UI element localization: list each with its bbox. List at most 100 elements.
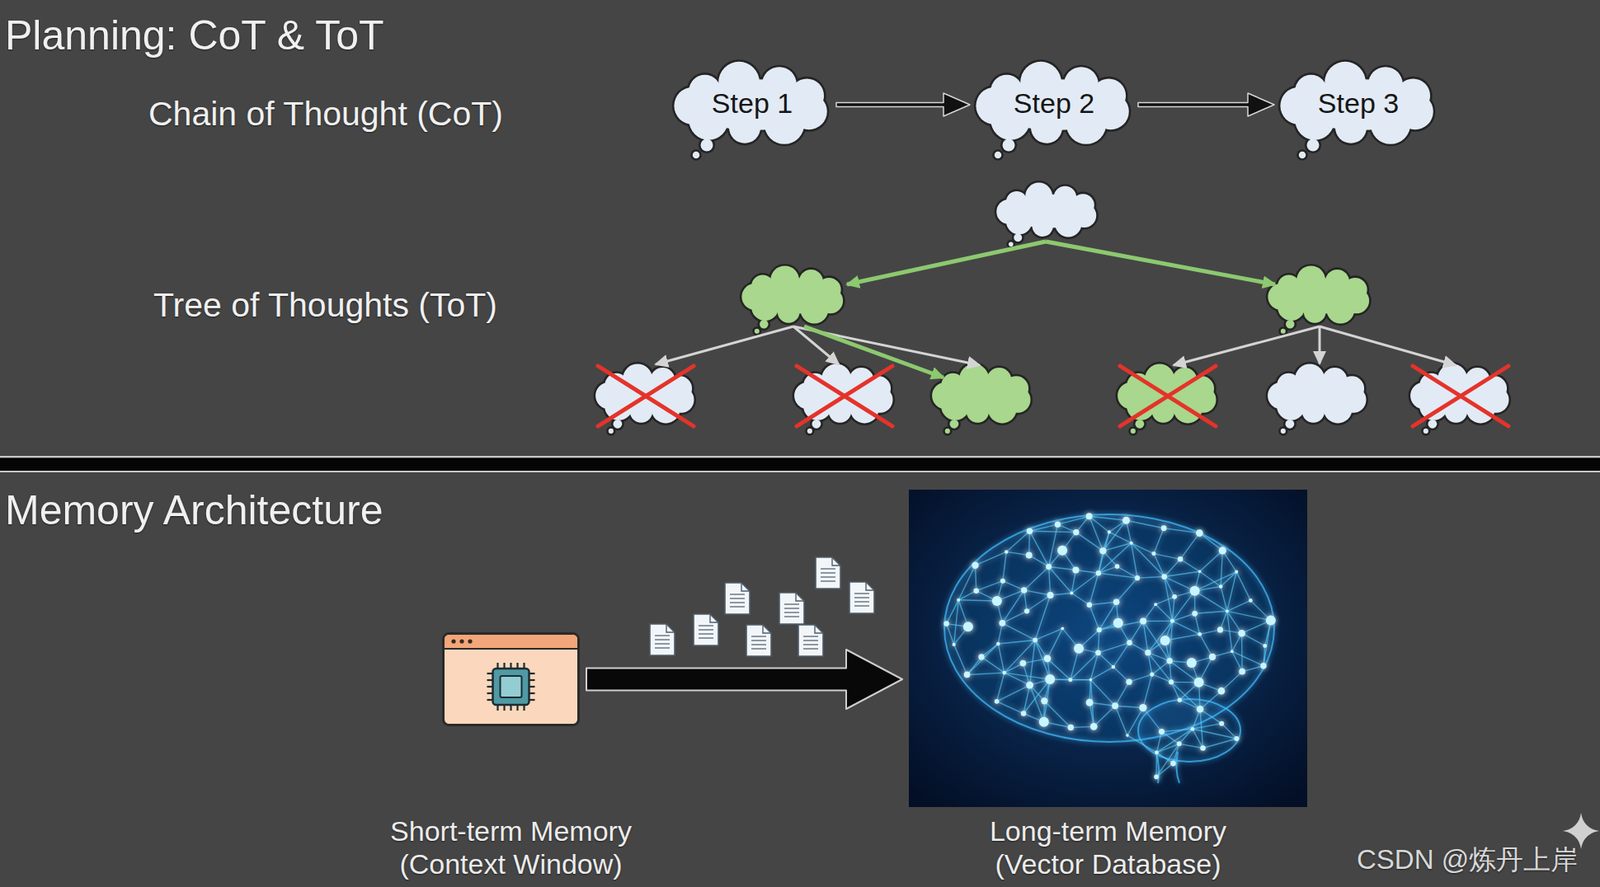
neural-link	[1152, 661, 1170, 675]
tree-branch	[655, 326, 794, 365]
tree-branch	[1173, 326, 1320, 366]
neural-link	[1161, 732, 1179, 745]
neural-node	[1021, 710, 1027, 717]
tree-branch	[804, 326, 944, 378]
neural-node	[1111, 665, 1116, 670]
document-icon	[649, 624, 675, 656]
document-line	[729, 597, 745, 600]
neural-link	[1195, 572, 1238, 592]
neural-link	[1143, 621, 1172, 623]
tree-branch	[1318, 326, 1322, 364]
neural-link	[1242, 666, 1264, 673]
tree-branch	[1319, 326, 1456, 366]
neural-node	[1233, 736, 1239, 742]
neural-node	[1170, 619, 1175, 624]
cloud-outline	[942, 426, 952, 436]
document-line	[854, 597, 870, 599]
document-line	[820, 576, 836, 579]
node-subtitle: (Context Window)	[390, 847, 632, 881]
neural-link	[1220, 550, 1223, 588]
neural-node	[1068, 677, 1073, 683]
neural-node	[1021, 587, 1027, 593]
sequence-arrow	[1138, 93, 1275, 117]
neural-link	[967, 644, 999, 675]
neural-node	[1125, 734, 1130, 738]
neural-node	[1040, 697, 1048, 705]
neural-node	[1198, 569, 1202, 574]
neural-node	[1086, 512, 1093, 520]
neural-node	[951, 643, 956, 647]
cloud-fill	[1003, 376, 1029, 401]
neural-node	[1197, 632, 1202, 637]
neural-link	[1089, 516, 1110, 532]
cloud-fill	[1002, 139, 1016, 152]
node-label-box: Step 1	[669, 63, 835, 146]
node-title: Long-term Memory	[989, 814, 1227, 848]
thought-cloud	[929, 362, 1033, 437]
neural-node	[1099, 547, 1106, 555]
neural-link	[1089, 573, 1099, 605]
neural-link	[1131, 543, 1154, 555]
neural-node	[1025, 682, 1034, 690]
cloud-outline	[1278, 426, 1288, 436]
neural-node	[1061, 626, 1065, 631]
neural-link	[1263, 621, 1271, 667]
reject-cross	[597, 366, 694, 427]
thought-cloud	[1265, 362, 1369, 437]
neural-link	[1113, 643, 1130, 668]
neural-link	[1232, 651, 1243, 672]
cloud-fill	[692, 151, 701, 160]
neural-link	[1171, 591, 1195, 622]
neural-link	[1129, 674, 1153, 683]
neural-node	[1238, 668, 1246, 676]
neural-node	[1161, 574, 1168, 580]
tree-illustration	[592, 180, 1511, 437]
node-title: Step 3	[1317, 87, 1399, 120]
neural-node	[1089, 678, 1093, 683]
neural-link	[1002, 590, 1024, 624]
neural-link	[1004, 672, 1050, 680]
neural-link	[1098, 566, 1118, 574]
document-icons	[649, 557, 875, 657]
chip-core	[500, 676, 523, 698]
neural-link	[1115, 682, 1130, 706]
window-dot	[451, 639, 456, 644]
neural-node	[1072, 529, 1079, 536]
document-line	[698, 637, 714, 640]
neural-link	[1049, 524, 1059, 567]
neural-node	[971, 562, 979, 570]
neural-link	[1024, 590, 1027, 612]
long-term-memory: Long-term Memory(Vector Database)	[908, 489, 1308, 808]
document-line	[654, 639, 670, 641]
neural-link	[1127, 708, 1144, 737]
neural-link	[1200, 709, 1203, 749]
tree-branch	[847, 241, 1046, 285]
step-cloud-node: Step 3	[1275, 63, 1441, 146]
neural-node	[1004, 550, 1008, 554]
neural-node	[1069, 591, 1073, 595]
cloud-fill	[1130, 428, 1136, 434]
neural-link	[946, 624, 955, 645]
thought-cloud	[1265, 263, 1372, 336]
neural-node	[1057, 545, 1068, 556]
cloud-fill	[770, 266, 800, 296]
neural-link	[1028, 531, 1031, 556]
neural-link	[1219, 611, 1227, 631]
neural-link	[1006, 531, 1030, 552]
document-fold	[741, 583, 750, 592]
neural-node	[1196, 705, 1205, 714]
cloud-outline	[690, 149, 702, 161]
neural-node	[1209, 654, 1216, 661]
neural-link	[1029, 531, 1076, 532]
document-icon	[724, 583, 750, 615]
neural-link	[1227, 611, 1271, 621]
cloud-fill	[1008, 241, 1014, 247]
neural-node	[1043, 654, 1051, 663]
neural-node	[1122, 517, 1130, 525]
neural-node	[1218, 687, 1226, 696]
neural-node	[1026, 527, 1034, 535]
cloud-fill	[751, 275, 774, 298]
neural-link	[1155, 597, 1175, 605]
document-fold	[814, 625, 824, 634]
